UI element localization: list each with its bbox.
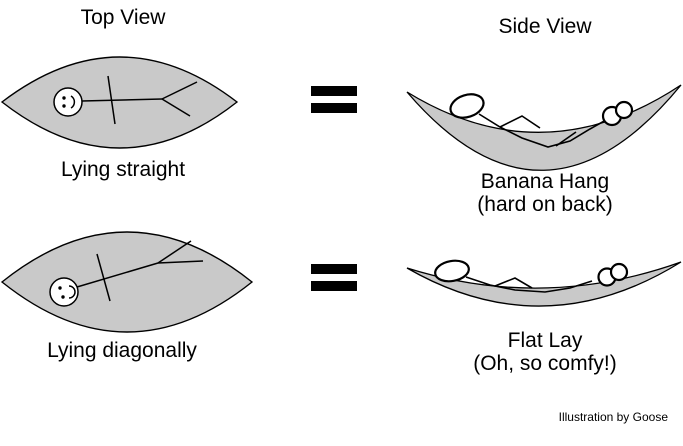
figure-mouth-icon <box>68 285 76 299</box>
figure-eye-icon <box>61 295 65 299</box>
label-oh-so-comfy: (Oh, so comfy!) <box>473 352 617 375</box>
figure-leg-line <box>161 81 198 100</box>
label-lying-straight: Lying straight <box>60 158 186 181</box>
figure-eye-icon <box>62 96 66 100</box>
figure-arm-line <box>494 277 533 289</box>
figure-head-icon <box>53 87 83 117</box>
equals-icon <box>311 264 357 291</box>
figure-eye-icon <box>58 286 62 290</box>
equals-icon <box>311 86 357 113</box>
hammock-sideview-shape <box>406 84 682 171</box>
figure-arm-line <box>499 115 541 129</box>
figure-body-line <box>81 98 163 102</box>
figure-leg-line <box>161 98 191 117</box>
figure-body-line <box>465 276 593 293</box>
figure-foot-icon <box>614 100 634 120</box>
figure-head-icon <box>434 259 470 283</box>
topview-diagonal-drawing <box>0 231 254 333</box>
figure-mouth-icon <box>70 95 76 109</box>
label-flat-lay: Flat Lay <box>507 329 583 352</box>
hammock-topview-shape <box>0 231 254 333</box>
figure-body-line <box>76 262 159 288</box>
credit-text: Illustration by Goose <box>558 410 668 424</box>
sideview-banana-drawing <box>406 84 682 171</box>
stick-figure-banana <box>449 93 634 148</box>
figure-leg-line <box>157 240 192 264</box>
stick-figure-diagonal <box>49 240 204 307</box>
figure-leg-line <box>157 260 204 264</box>
stick-figure-flatlay <box>434 259 629 293</box>
heading-side-view: Side View <box>498 15 592 38</box>
figure-head-icon <box>49 277 79 307</box>
label-hard-on-back: (hard on back) <box>477 193 613 216</box>
label-banana-hang: Banana Hang <box>480 170 610 193</box>
figure-foot-icon <box>609 262 629 282</box>
figure-head-icon <box>449 93 485 119</box>
figure-eye-icon <box>62 104 66 108</box>
figure-arms-line <box>96 253 111 302</box>
figure-arms-line <box>107 75 116 125</box>
label-lying-diagonally: Lying diagonally <box>47 339 197 362</box>
figure-leg-line <box>555 131 577 147</box>
sideview-flatlay-drawing <box>406 259 682 307</box>
hammock-topview-shape <box>0 56 239 149</box>
topview-straight-drawing <box>0 56 239 149</box>
stick-figure-straight <box>53 75 198 125</box>
heading-top-view: Top View <box>80 6 166 29</box>
